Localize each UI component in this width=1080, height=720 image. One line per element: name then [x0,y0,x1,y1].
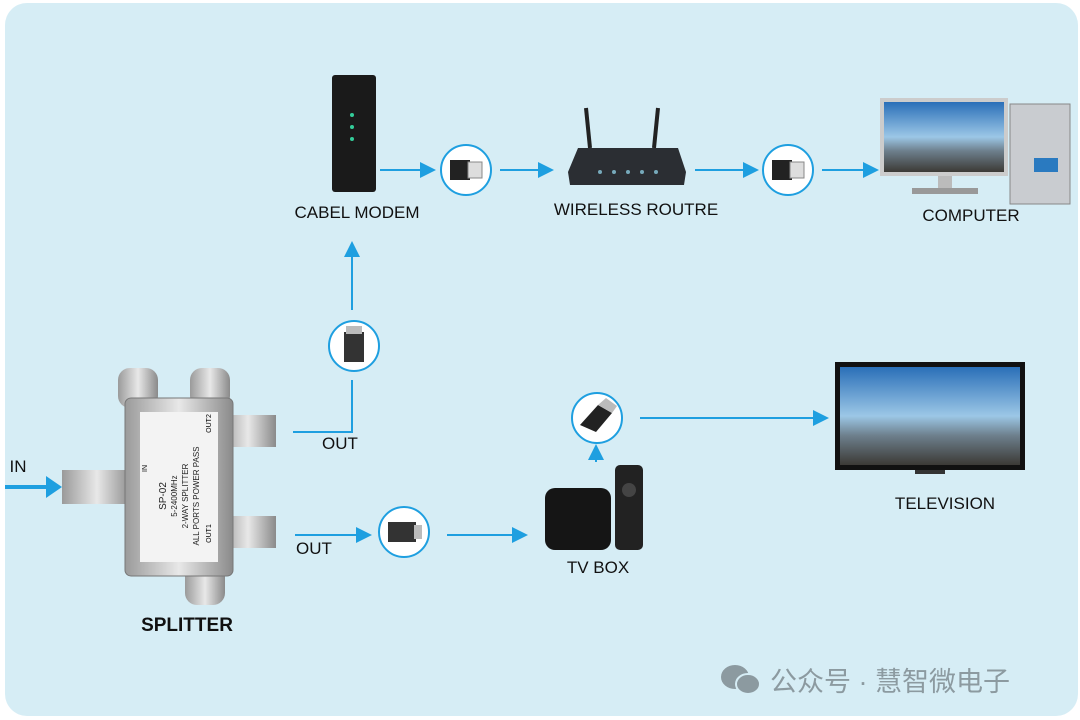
line-out2-to-connector [293,380,353,433]
label-splitter: SPLITTER [141,615,233,636]
wechat-icon [721,664,761,695]
rj45-connector-icon [762,144,814,196]
label-in: IN [9,457,27,476]
computer-image [880,98,1071,205]
watermark-text: 公众号 · 慧智微电子 [770,667,1010,697]
splitter-out2-mark: OUT2 [205,414,213,433]
label-computer: COMPUTER [922,206,1020,225]
label-cable-modem: CABEL MODEM [294,203,420,222]
coax-connector-icon [378,506,430,558]
label-wireless-router: WIRELESS ROUTRE [553,200,719,219]
splitter-in-mark: IN [142,465,149,472]
watermark: 公众号 · 慧智微电子 [720,660,1010,699]
splitter-label-panel: SP-02 5-2400MHz 2-WAY SPLITTER ALL PORTS… [158,421,202,571]
label-out-top: OUT [322,434,358,453]
label-out-bottom: OUT [296,539,332,558]
splitter-image [62,368,276,605]
splitter-type: 2-WAY SPLITTER [181,463,190,529]
hdmi-connector-icon [571,392,623,444]
splitter-model: SP-02 [158,482,169,510]
coax-connector-icon [328,320,380,372]
label-tv-box: TV BOX [566,558,630,577]
cable-modem-image [332,75,376,192]
splitter-note: ALL PORTS POWER PASS [192,446,201,546]
tv-box-image [545,465,643,550]
splitter-freq: 5-2400MHz [170,475,179,517]
splitter-out1-mark: OUT1 [205,524,213,543]
label-television: TELEVISION [894,494,996,513]
rj45-connector-icon [440,144,492,196]
wireless-router-image [568,107,686,185]
television-image [835,362,1025,474]
